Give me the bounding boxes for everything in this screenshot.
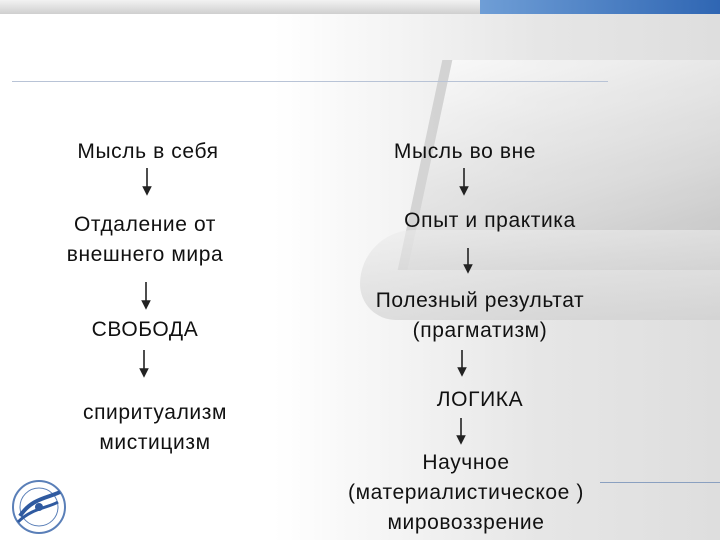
- top-bar-blue: [480, 0, 720, 14]
- university-emblem-icon: [12, 480, 66, 534]
- right-step-4: Научное (материалистическое ) мировоззре…: [348, 451, 584, 534]
- title-divider: [12, 81, 608, 82]
- left-step-1: Отдаление от внешнего мира: [66, 213, 224, 266]
- top-bar-gray: [0, 0, 480, 14]
- left-step-2: СВОБОДА: [91, 318, 199, 341]
- background-laptop-base: [360, 230, 720, 320]
- footer-divider: [600, 482, 720, 483]
- left-heading: Мысль в себя: [77, 140, 219, 163]
- right-heading: Мысль во вне: [393, 140, 537, 163]
- right-step-3: ЛОГИКА: [436, 388, 524, 411]
- right-step-1: Опыт и практика: [404, 209, 576, 232]
- right-step-2: Полезный результат (прагматизм): [375, 289, 585, 342]
- left-step-3: спиритуализм мистицизм: [82, 401, 228, 454]
